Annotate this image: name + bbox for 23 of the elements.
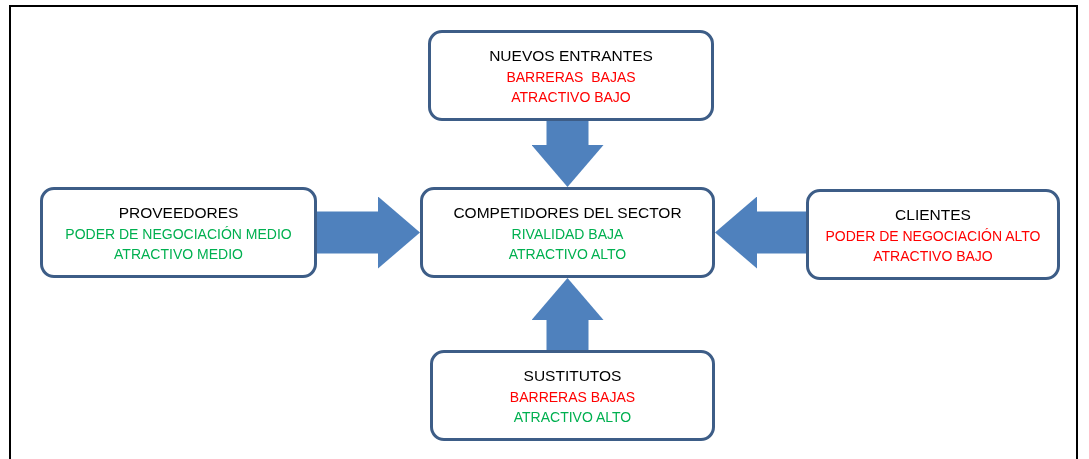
node-title: PROVEEDORES	[118, 202, 239, 223]
node-box	[40, 187, 317, 278]
node-box	[420, 187, 715, 278]
node-text: BARRERAS BAJAS	[506, 67, 636, 87]
node-title: COMPETIDORES DEL SECTOR	[453, 202, 682, 223]
node-text: ATRACTIVO BAJO	[873, 246, 993, 266]
node-title: SUSTITUTOS	[523, 365, 622, 386]
node-text: RIVALIDAD BAJA	[511, 224, 624, 244]
node-title: CLIENTES	[895, 204, 971, 225]
node-text: BARRERAS BAJAS	[509, 387, 636, 407]
node-text: ATRACTIVO ALTO	[513, 407, 632, 427]
node-title: NUEVOS ENTRANTES	[489, 45, 653, 66]
block-arrow	[531, 121, 604, 187]
node-text: ATRACTIVO BAJO	[511, 87, 631, 107]
node-text: ATRACTIVO ALTO	[508, 244, 627, 264]
block-arrow	[715, 196, 806, 269]
node-text: PODER DE NEGOCIACIÓN MEDIO	[65, 224, 292, 244]
block-arrow	[317, 196, 420, 269]
node-box	[428, 30, 714, 121]
node-box	[806, 189, 1060, 280]
node-text: ATRACTIVO MEDIO	[114, 244, 243, 264]
node-text: PODER DE NEGOCIACIÓN ALTO	[825, 226, 1041, 246]
node-box	[430, 350, 715, 441]
